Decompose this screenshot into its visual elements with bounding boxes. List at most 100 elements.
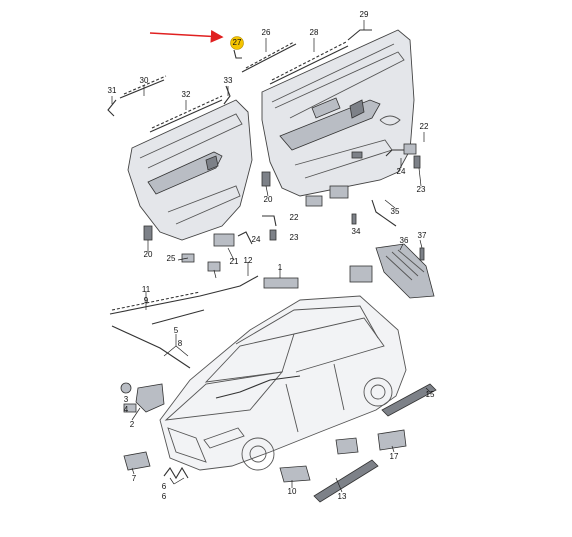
control-module-36-ribs <box>385 249 425 281</box>
car-door-line <box>285 363 345 433</box>
car-rear-wheel <box>363 377 393 407</box>
module-box-right <box>349 265 373 283</box>
car-roof <box>235 305 379 345</box>
callout-21[interactable]: 21 <box>230 257 239 266</box>
car-hood <box>164 371 284 421</box>
part-35-rod <box>371 199 397 227</box>
callout-10[interactable]: 10 <box>288 487 297 496</box>
callout-1[interactable]: 1 <box>278 263 283 272</box>
part-22-cable-left <box>262 215 277 227</box>
callout-34[interactable]: 34 <box>352 227 361 236</box>
car-headlight <box>203 427 245 449</box>
callout-6-b[interactable]: 6 <box>162 492 167 501</box>
rear-door-trim-line <box>139 113 243 169</box>
wiring-strip-26 <box>241 43 297 73</box>
callout-12-upper[interactable]: 12 <box>244 256 253 265</box>
callout-17[interactable]: 17 <box>390 452 399 461</box>
callout-33[interactable]: 33 <box>224 76 233 85</box>
part-small-box-a <box>305 195 323 207</box>
sill-strip-15 <box>381 383 437 417</box>
callout-32[interactable]: 32 <box>182 90 191 99</box>
part-1 <box>263 277 299 289</box>
callout-24-left[interactable]: 24 <box>252 235 261 244</box>
wiring-strip-28-dashes <box>271 41 347 81</box>
car-body <box>159 295 407 471</box>
car-grille <box>167 427 207 463</box>
front-door-speaker <box>379 115 401 126</box>
harness-11 <box>109 275 259 315</box>
callout-36[interactable]: 36 <box>400 236 409 245</box>
wiring-cable-33 <box>223 85 231 105</box>
harness-11-dashes <box>111 291 201 311</box>
rear-door-pocket <box>167 185 241 225</box>
callout-6-a[interactable]: 6 <box>162 482 167 491</box>
callout-29[interactable]: 29 <box>360 10 369 19</box>
part-23-right <box>413 155 421 169</box>
callout-35[interactable]: 35 <box>391 207 400 216</box>
wiring-strip-26-dashes <box>245 41 295 69</box>
callout-23-right[interactable]: 23 <box>417 185 426 194</box>
part-20-lower <box>143 225 153 241</box>
callout-8[interactable]: 8 <box>178 339 183 348</box>
callout-20-upper[interactable]: 20 <box>264 195 273 204</box>
part-27-clip <box>233 49 242 59</box>
rear-door-handle <box>205 155 219 171</box>
callout-37[interactable]: 37 <box>418 231 427 240</box>
callout-5[interactable]: 5 <box>174 326 179 335</box>
wiring-strip-30 <box>119 79 165 99</box>
callout-25[interactable]: 25 <box>167 254 176 263</box>
rear-door-armrest <box>147 151 223 195</box>
part-17-module <box>377 429 407 451</box>
callout-24-right[interactable]: 24 <box>397 167 406 176</box>
sill-strip-13 <box>313 459 379 503</box>
callout-22-right[interactable]: 22 <box>420 122 429 131</box>
control-module-36 <box>375 243 435 299</box>
front-door-trim-line <box>274 51 405 119</box>
front-door-lamp <box>351 151 363 159</box>
wiring-strip-30-dashes <box>123 75 167 95</box>
callout-26[interactable]: 26 <box>262 28 271 37</box>
callout-4[interactable]: 4 <box>124 405 129 414</box>
part-6-clips <box>163 466 189 480</box>
car-front-wheel <box>241 437 275 471</box>
car-rear-hub <box>370 384 386 400</box>
part-3-bulb <box>120 382 132 394</box>
callout-13[interactable]: 13 <box>338 492 347 501</box>
part-22-right <box>403 143 417 155</box>
part-24-cable-left <box>237 231 253 245</box>
car-interior-harness <box>215 375 301 399</box>
part-24-cable-right <box>385 149 404 157</box>
wiring-cable-31 <box>107 99 117 117</box>
part-12-connector <box>207 261 221 272</box>
callout-15[interactable]: 15 <box>426 390 435 399</box>
bolt-37 <box>419 247 425 261</box>
part-34-bolt <box>351 213 357 225</box>
callout-20-lower[interactable]: 20 <box>144 250 153 259</box>
callout-30[interactable]: 30 <box>140 76 149 85</box>
callout-9[interactable]: 9 <box>144 296 149 305</box>
front-door-handle <box>349 99 365 119</box>
part-lower-box <box>335 437 359 455</box>
part-20-upper <box>261 171 271 187</box>
wiring-strip-32 <box>149 99 223 133</box>
callout-2[interactable]: 2 <box>130 420 135 429</box>
callout-7[interactable]: 7 <box>132 474 137 483</box>
callout-3[interactable]: 3 <box>124 395 129 404</box>
car-side-windows <box>293 317 385 373</box>
callout-22-left[interactable]: 22 <box>290 213 299 222</box>
callout-23-left[interactable]: 23 <box>290 233 299 242</box>
callout-31[interactable]: 31 <box>108 86 117 95</box>
part-7-lamp <box>123 451 151 471</box>
harness-9 <box>151 309 205 325</box>
part-2-bracket <box>135 383 165 413</box>
callout-27[interactable]: 27 <box>233 38 242 47</box>
front-door-switch <box>311 97 341 119</box>
leader-lines <box>111 20 431 493</box>
part-23-left <box>269 229 277 241</box>
wiring-strip-32-dashes <box>151 95 223 129</box>
part-10-lamp <box>279 465 311 483</box>
callout-11[interactable]: 11 <box>142 285 151 294</box>
callout-28[interactable]: 28 <box>310 28 319 37</box>
wiring-strip-28 <box>269 45 349 85</box>
